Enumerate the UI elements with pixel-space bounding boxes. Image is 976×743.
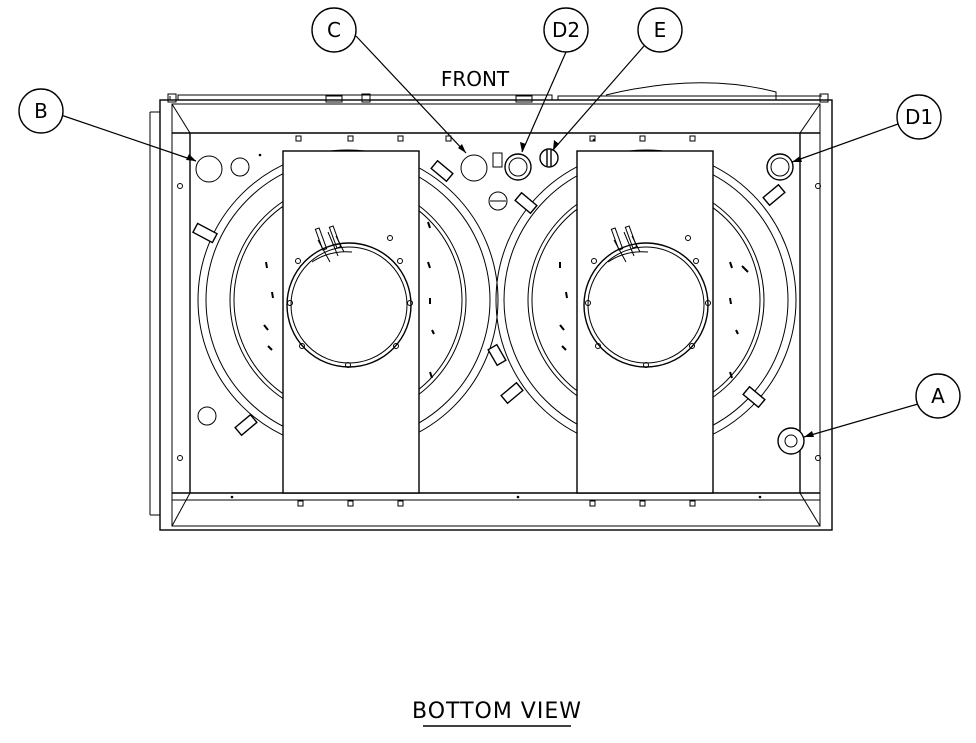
callout-b: B — [18, 88, 64, 134]
callout-c: C — [311, 7, 357, 53]
front-label: FRONT — [441, 67, 510, 91]
callout-arrowheads — [186, 140, 814, 437]
left-blower-panel — [282, 150, 420, 494]
callout-b-label: B — [34, 99, 48, 123]
callout-a: A — [915, 373, 961, 419]
view-title: BOTTOM VIEW — [412, 699, 582, 727]
view-title-text: BOTTOM VIEW — [412, 699, 582, 724]
callout-d1-label: D1 — [905, 105, 933, 129]
rail-fasteners — [177, 135, 821, 507]
callout-d2: D2 — [543, 7, 589, 53]
callout-d1: D1 — [896, 94, 942, 140]
cabinet-frame — [149, 82, 833, 531]
right-fan-blade-marks — [559, 261, 749, 379]
misc-openings — [195, 148, 805, 455]
shroud-brackets — [191, 159, 786, 437]
callout-leaders — [57, 35, 919, 438]
callout-e: E — [637, 7, 683, 53]
callout-a-label: A — [931, 384, 945, 408]
callout-d2-label: D2 — [552, 18, 580, 42]
callout-e-label: E — [654, 18, 667, 42]
callout-c-label: C — [327, 18, 341, 42]
left-fan-blade-marks — [263, 221, 435, 379]
right-blower-panel — [576, 150, 714, 494]
motor-mount-holes — [287, 235, 711, 368]
